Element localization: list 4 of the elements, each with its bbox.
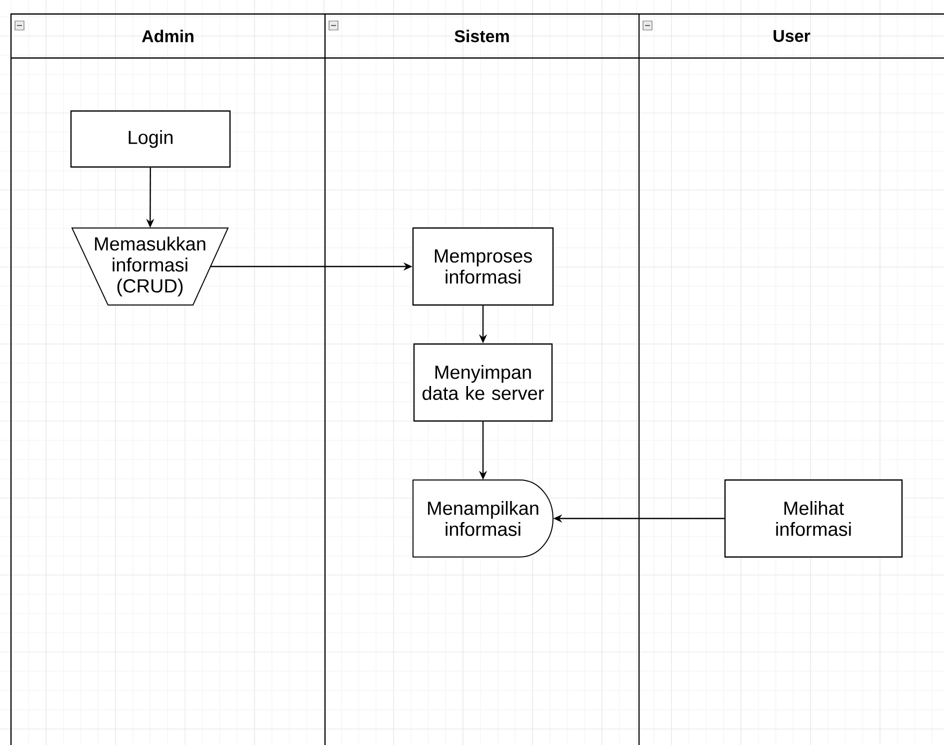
process-box: Login bbox=[70, 110, 231, 168]
process-box: Menyimpan data ke server bbox=[413, 343, 553, 422]
process-box: Melihat informasi bbox=[724, 479, 903, 558]
process-box: Memproses informasi bbox=[412, 227, 554, 306]
